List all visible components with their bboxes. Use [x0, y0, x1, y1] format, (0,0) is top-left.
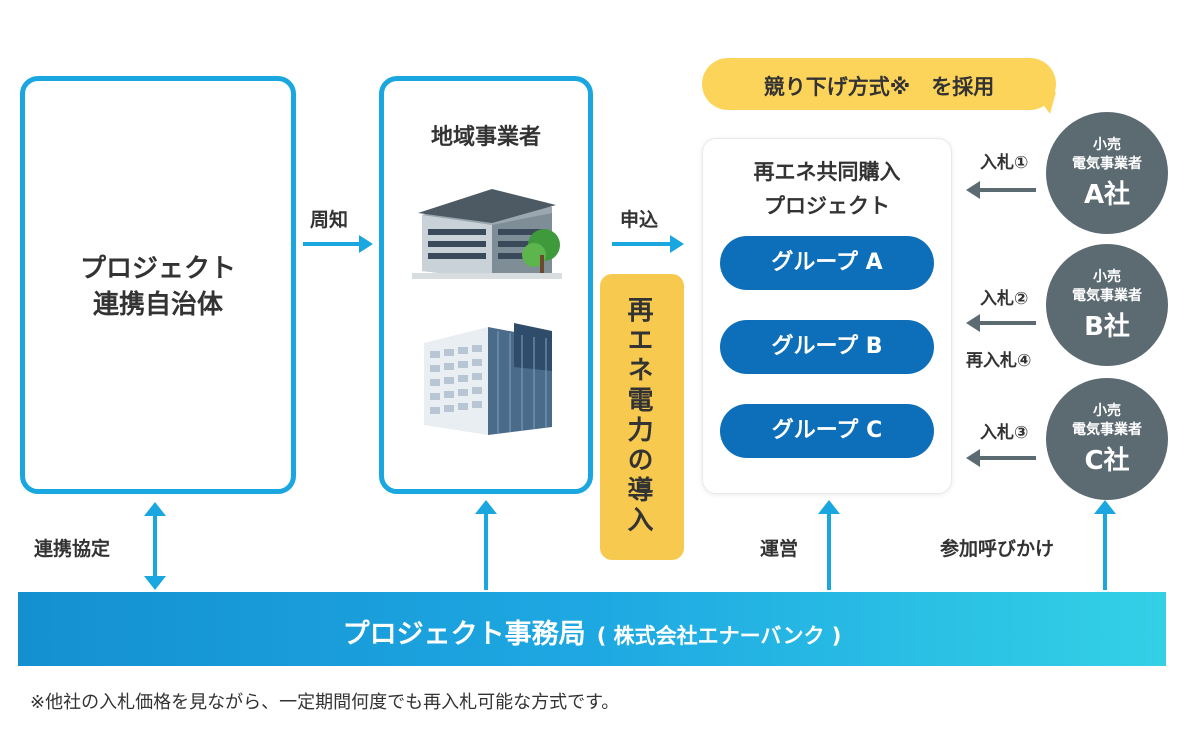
local-business-title: 地域事業者 [430, 125, 541, 150]
secretariat-label: プロジェクト事務局 ( 株式会社エナーバンク ) [18, 612, 1166, 651]
group-a-pill: グループ A [720, 236, 934, 290]
notify-arrow [303, 235, 373, 253]
renewable-introduction-label: 再エネ電力の導入 [600, 274, 684, 560]
bid-a-arrow [966, 181, 1036, 199]
secretariat-sub: ( 株式会社エナーバンク ) [596, 624, 842, 648]
project-title: 再エネ共同購入 プロジェクト [753, 160, 901, 218]
bid-b-arrow [966, 314, 1036, 332]
retailer-a-circle: 小売 電気事業者 A社 [1046, 112, 1168, 234]
call-participation-arrow [1094, 500, 1116, 590]
bid-b-label: 入札② [980, 289, 1029, 309]
local-business-box: 地域事業者 [379, 76, 593, 494]
cooperation-label: 連携協定 [34, 538, 111, 560]
office-building-icon [412, 189, 562, 279]
apply-label: 申込 [620, 209, 659, 231]
office-tower-icon [424, 323, 552, 435]
retailer-b-circle: 小売 電気事業者 B社 [1046, 244, 1168, 366]
rebid-b-label: 再入札④ [966, 351, 1032, 371]
apply-arrow [612, 235, 684, 253]
secretariat-main: プロジェクト事務局 [342, 619, 586, 650]
bid-c-label: 入札③ [980, 423, 1029, 443]
call-participation-label: 参加呼びかけ [940, 538, 1055, 560]
secretariat-bar: プロジェクト事務局 ( 株式会社エナーバンク ) [18, 592, 1166, 666]
auction-bubble: 競り下げ方式※ を採用 [702, 58, 1056, 110]
operation-arrow [818, 500, 840, 590]
footnote: ※他社の入札価格を見ながら、一定期間何度でも再入札可能な方式です。 [30, 692, 620, 713]
municipality-box: プロジェクト 連携自治体 [20, 76, 296, 494]
group-b-pill: グループ B [720, 320, 934, 374]
bid-a-label: 入札① [980, 153, 1029, 173]
notify-label: 周知 [310, 209, 349, 231]
local-business-arrow [475, 500, 497, 590]
cooperation-double-arrow [144, 502, 166, 590]
group-c-pill: グループ C [720, 404, 934, 458]
bubble-tail [1034, 92, 1056, 114]
operation-label: 運営 [760, 538, 799, 560]
bid-c-arrow [966, 449, 1036, 467]
retailer-c-circle: 小売 電気事業者 C社 [1046, 378, 1168, 500]
municipality-label: プロジェクト 連携自治体 [79, 254, 236, 320]
